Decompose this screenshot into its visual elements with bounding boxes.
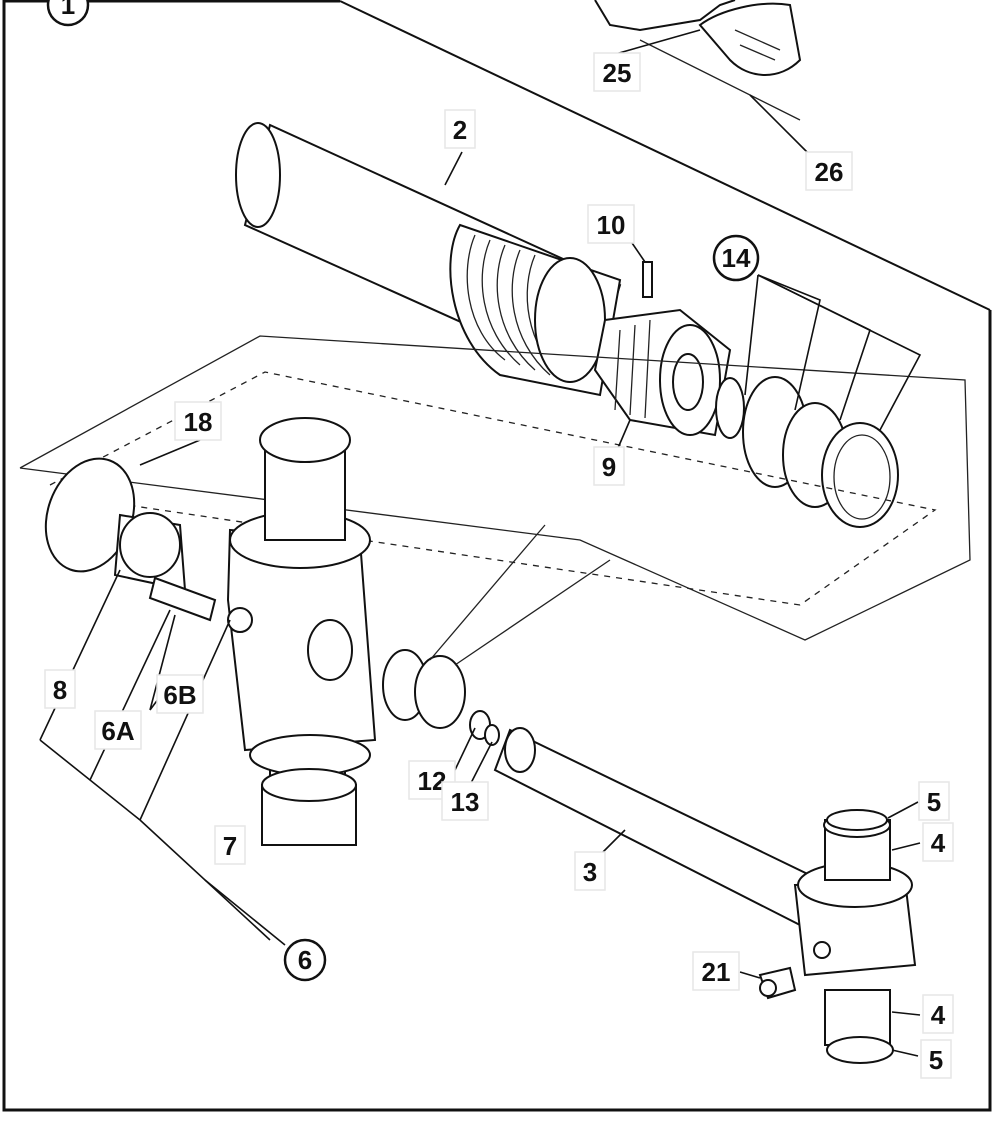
seal-leaders bbox=[429, 524, 611, 666]
callout-text: 6A bbox=[101, 716, 134, 746]
callout-text: 10 bbox=[597, 210, 626, 240]
callout-text: 3 bbox=[583, 857, 597, 887]
callout-text: 4 bbox=[931, 828, 946, 858]
callout-4a: 4 bbox=[922, 822, 954, 862]
callout-3: 3 bbox=[574, 851, 606, 891]
callout-box bbox=[283, 938, 327, 982]
callout-text: 25 bbox=[603, 58, 632, 88]
callout-text: 9 bbox=[602, 452, 616, 482]
callout-text: 1 bbox=[61, 0, 75, 20]
callout-text: 6 bbox=[298, 945, 312, 975]
part-21-grease-nipple bbox=[758, 966, 797, 1000]
callout-box bbox=[574, 851, 606, 891]
callout-box bbox=[94, 710, 142, 750]
callout-text: 18 bbox=[184, 407, 213, 437]
callout-box bbox=[46, 0, 90, 27]
callout-14: 14 bbox=[712, 234, 760, 282]
rod-seals bbox=[382, 649, 500, 746]
callout-box bbox=[593, 52, 641, 92]
callout-text: 6B bbox=[163, 680, 196, 710]
callout-box bbox=[918, 781, 950, 821]
callout-box bbox=[44, 669, 76, 709]
callout-box bbox=[712, 234, 760, 282]
callout-18: 18 bbox=[174, 401, 222, 441]
callout-9: 9 bbox=[593, 446, 625, 486]
callout-text: 2 bbox=[453, 115, 467, 145]
part-3-piston-rod bbox=[493, 727, 822, 927]
callout-box bbox=[441, 781, 489, 821]
part-2-cylinder-barrel bbox=[235, 122, 622, 397]
part-9-piston bbox=[593, 308, 732, 437]
callout-5b: 5 bbox=[920, 1039, 952, 1079]
callout-text: 26 bbox=[815, 157, 844, 187]
callout-box bbox=[922, 822, 954, 862]
callout-6A: 6A bbox=[94, 710, 142, 750]
callout-box bbox=[174, 401, 222, 441]
part-10-pin bbox=[642, 261, 653, 298]
callout-text: 13 bbox=[451, 787, 480, 817]
callout-25: 25 bbox=[593, 52, 641, 92]
callout-text: 5 bbox=[927, 787, 941, 817]
callout-6B: 6B bbox=[156, 674, 204, 714]
callout-4b: 4 bbox=[922, 994, 954, 1034]
callout-text: 5 bbox=[929, 1045, 943, 1075]
callout-text: 8 bbox=[53, 675, 67, 705]
callout-box bbox=[922, 994, 954, 1034]
part-7-bush bbox=[261, 768, 357, 846]
callout-box bbox=[920, 1039, 952, 1079]
callout-text: 21 bbox=[702, 957, 731, 987]
callout-7: 7 bbox=[214, 825, 246, 865]
callout-10: 10 bbox=[587, 204, 635, 244]
callout-box bbox=[593, 446, 625, 486]
part-rod-eye-end bbox=[793, 809, 917, 1064]
callout-text: 14 bbox=[722, 243, 751, 273]
callout-1: 1 bbox=[46, 0, 90, 27]
callout-box bbox=[444, 109, 476, 149]
callout-box bbox=[587, 204, 635, 244]
callout-box bbox=[214, 825, 246, 865]
callout-2: 2 bbox=[444, 109, 476, 149]
callout-5a: 5 bbox=[918, 781, 950, 821]
callout-26: 26 bbox=[805, 151, 853, 191]
callout-box bbox=[156, 674, 204, 714]
part-25-26-fitting bbox=[594, 0, 802, 121]
part-6-rod-head bbox=[113, 417, 377, 791]
part-14-seal-kit bbox=[715, 376, 899, 528]
callout-box bbox=[805, 151, 853, 191]
callout-13: 13 bbox=[441, 781, 489, 821]
callout-text: 7 bbox=[223, 831, 237, 861]
callout-8: 8 bbox=[44, 669, 76, 709]
callout-text: 4 bbox=[931, 1000, 946, 1030]
callout-box bbox=[692, 951, 740, 991]
callout-6: 6 bbox=[283, 938, 327, 982]
callout-21: 21 bbox=[692, 951, 740, 991]
